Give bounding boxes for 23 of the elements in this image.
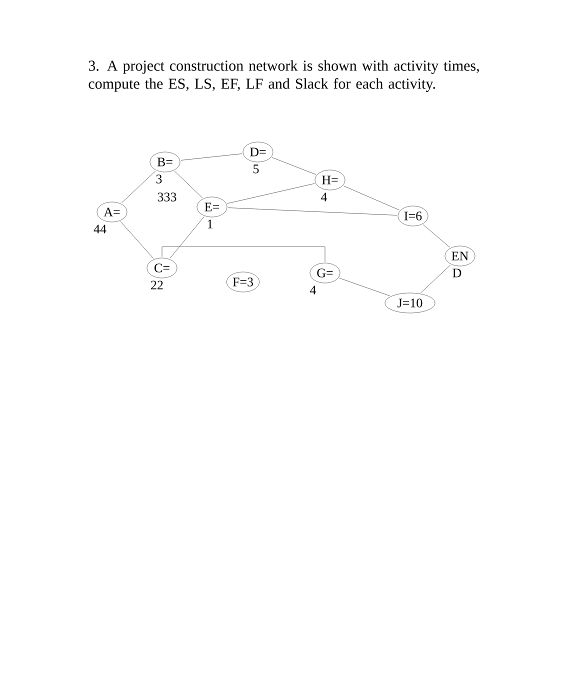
connector-line <box>174 170 203 198</box>
connector-line <box>227 183 315 204</box>
duration-label: 4 <box>310 286 316 294</box>
connector-line <box>120 221 154 259</box>
connector-line <box>170 216 204 258</box>
connector-line <box>180 154 242 160</box>
connector-line <box>339 278 390 296</box>
duration-label: 4 <box>321 192 328 202</box>
connector-line <box>422 224 450 248</box>
connector-line <box>420 264 451 294</box>
duration-label: D <box>452 268 462 278</box>
connector-line <box>228 208 398 216</box>
connector-line <box>272 157 316 175</box>
duration-label: 1 <box>208 220 212 228</box>
connector-line <box>121 170 156 204</box>
duration-label: 3 <box>156 174 162 184</box>
connector-line <box>162 246 326 262</box>
connector-line <box>343 186 400 210</box>
duration-label: 22 <box>151 280 163 290</box>
duration-label: 44 <box>94 224 106 234</box>
duration-label: 333 <box>158 192 176 202</box>
title: 3. A project construction network is shown with activity times, compute the ES, LS, EF, LF and Slack for each activity. <box>88 60 479 92</box>
duration-label: 5 <box>254 164 259 174</box>
